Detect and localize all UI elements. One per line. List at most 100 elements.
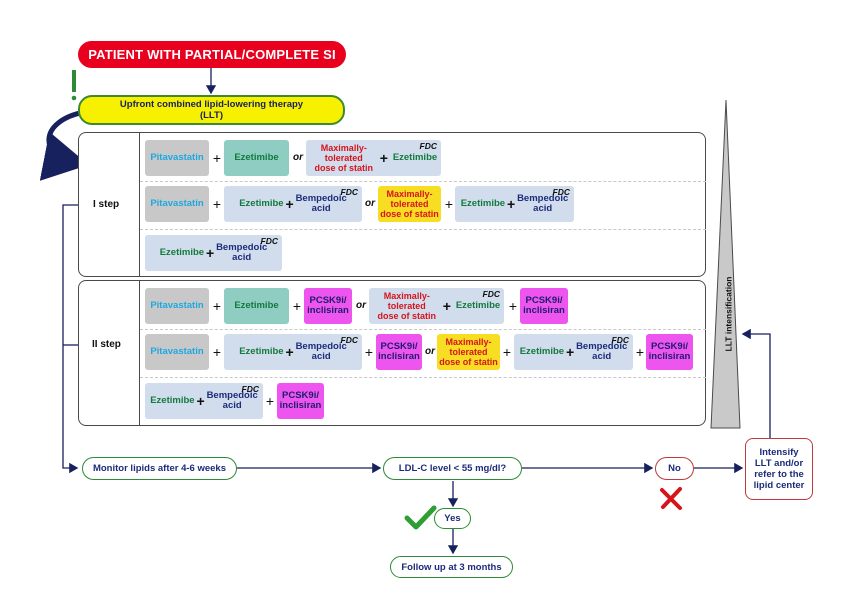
or-label: or — [365, 198, 375, 209]
step-one-divider — [139, 132, 140, 277]
fdc-ezetimibe-bempedoic-box: Ezetimibe + Bempedoic acid FDC — [145, 235, 282, 271]
fdc-statin-ezetimibe-box: Maximally- tolerated dose of statin + Ez… — [369, 288, 504, 324]
fdc-label: FDC — [241, 384, 259, 394]
bempedoic-text: Bempedoic acid — [295, 341, 347, 362]
plus-sign: + — [506, 196, 516, 212]
plus-sign: + — [212, 298, 222, 314]
plus-sign: + — [565, 344, 575, 360]
ezetimibe-text: Ezetimibe — [159, 247, 205, 258]
pcsk9-box: PCSK9i/ inclisiran — [376, 334, 422, 370]
fdc-ezetimibe-bempedoic-box: Ezetimibe + Bempedoic acid FDC — [514, 334, 633, 370]
bempedoic-text: Bempedoic acid — [517, 193, 569, 214]
llt-intensification-label-wrap: LLT intensification — [688, 277, 768, 352]
row-divider — [140, 229, 706, 230]
pitavastatin-box: Pitavastatin — [145, 334, 209, 370]
no-box: No — [655, 457, 694, 480]
ezetimibe-text: Ezetimibe — [460, 198, 506, 209]
fdc-ezetimibe-bempedoic-box: Ezetimibe + Bempedoic acid FDC — [224, 334, 362, 370]
bempedoic-text: Bempedoic acid — [576, 341, 628, 362]
llt-intensification-label: LLT intensification — [723, 276, 733, 352]
fdc-label: FDC — [482, 289, 500, 299]
step-two-divider — [139, 280, 140, 426]
yes-box: Yes — [434, 508, 471, 529]
fdc-label: FDC — [340, 187, 358, 197]
upfront-label: Upfront combined lipid-lowering therapy … — [119, 99, 304, 121]
pitavastatin-box: Pitavastatin — [145, 140, 209, 176]
statin-text: Maximally- tolerated dose of statin — [380, 189, 439, 219]
or-label: or — [425, 346, 435, 357]
row-divider — [140, 329, 706, 330]
plus-sign: + — [285, 344, 294, 360]
exclamation-icon — [72, 70, 76, 92]
fdc-label: FDC — [611, 335, 629, 345]
step-two-label: II step — [92, 339, 121, 350]
pcsk9-text: PCSK9i/ inclisiran — [307, 295, 349, 316]
pcsk9-box: PCSK9i/ inclisiran — [646, 334, 693, 370]
fdc-ezetimibe-bempedoic-box: Ezetimibe + Bempedoic acid FDC — [455, 186, 574, 222]
pcsk9-box: PCSK9i/ inclisiran — [304, 288, 352, 324]
intensify-box: Intensify LLT and/or refer to the lipid … — [745, 438, 813, 500]
plus-sign: + — [442, 298, 451, 314]
patient-title: PATIENT WITH PARTIAL/COMPLETE SI — [78, 41, 346, 68]
statin-text: Maximally- tolerated dose of statin — [439, 337, 498, 367]
plus-sign: + — [508, 298, 518, 314]
plus-sign: + — [379, 150, 388, 166]
pitavastatin-box: Pitavastatin — [145, 288, 209, 324]
pitavastatin-box: Pitavastatin — [145, 186, 209, 222]
plus-sign: + — [292, 298, 302, 314]
fdc-label: FDC — [419, 141, 437, 151]
ezetimibe-text: Ezetimibe — [392, 152, 438, 163]
llt-intensification-triangle — [710, 99, 741, 429]
bempedoic-text: Bempedoic acid — [295, 193, 347, 214]
curved-arrow — [39, 109, 89, 181]
bempedoic-text: Bempedoic acid — [216, 242, 268, 263]
bempedoic-text: Bempedoic acid — [206, 390, 258, 411]
left-bracket-line — [62, 204, 79, 474]
plus-sign: + — [205, 245, 215, 261]
cross-icon — [660, 487, 682, 510]
plus-sign: + — [212, 344, 222, 360]
pcsk9-text: PCSK9i/ inclisiran — [523, 295, 565, 316]
plus-sign: + — [635, 344, 645, 360]
upfront-therapy-box: Upfront combined lipid-lowering therapy … — [78, 95, 345, 125]
plus-sign: + — [285, 196, 294, 212]
row-divider — [140, 377, 706, 378]
plus-sign: + — [444, 196, 454, 212]
ezetimibe-text: Ezetimibe — [150, 395, 195, 406]
check-icon — [404, 505, 437, 530]
fdc-label: FDC — [552, 187, 570, 197]
ezetimibe-text: Ezetimibe — [239, 198, 284, 209]
plus-sign: + — [265, 393, 275, 409]
row-divider — [140, 181, 706, 182]
statin-text: Maximally- tolerated dose of statin — [314, 143, 374, 173]
statin-text: Maximally- tolerated dose of statin — [377, 291, 437, 321]
arrow-intensify-up — [741, 328, 771, 438]
ezetimibe-text: Ezetimibe — [239, 346, 284, 357]
pcsk9-text: PCSK9i/ inclisiran — [378, 341, 420, 362]
ldl-question-box: LDL-C level < 55 mg/dl? — [383, 457, 522, 480]
ezetimibe-box: Ezetimibe — [224, 288, 289, 324]
intensify-text: Intensify LLT and/or refer to the lipid … — [753, 447, 805, 491]
fdc-statin-ezetimibe-box: Maximally- tolerated dose of statin + Ez… — [306, 140, 441, 176]
statin-box: Maximally- tolerated dose of statin — [437, 334, 500, 370]
ezetimibe-box: Ezetimibe — [224, 140, 289, 176]
fdc-label: FDC — [260, 236, 278, 246]
plus-sign: + — [502, 344, 512, 360]
follow-up-box: Follow up at 3 months — [390, 556, 513, 578]
plus-sign: + — [196, 393, 205, 409]
ezetimibe-text: Ezetimibe — [455, 300, 501, 311]
ezetimibe-text: Ezetimibe — [519, 346, 565, 357]
step-one-label: I step — [93, 199, 120, 210]
or-label: or — [356, 300, 366, 311]
plus-sign: + — [212, 196, 222, 212]
pcsk9-box: PCSK9i/ inclisiran — [520, 288, 568, 324]
fdc-ezetimibe-bempedoic-box: Ezetimibe + Bempedoic acid FDC — [224, 186, 362, 222]
monitor-box: Monitor lipids after 4-6 weeks — [82, 457, 237, 480]
or-label: or — [293, 152, 303, 163]
plus-sign: + — [212, 150, 222, 166]
pcsk9-box: PCSK9i/ inclisiran — [277, 383, 324, 419]
pcsk9-text: PCSK9i/ inclisiran — [648, 341, 691, 362]
plus-sign: + — [364, 344, 374, 360]
fdc-ezetimibe-bempedoic-box: Ezetimibe + Bempedoic acid FDC — [145, 383, 263, 419]
